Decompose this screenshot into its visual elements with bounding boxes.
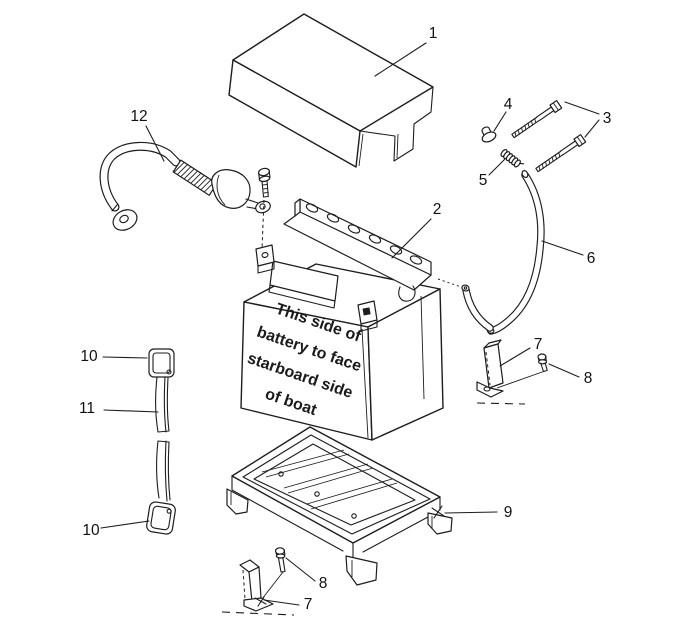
leader-10-lower	[100, 520, 150, 529]
leader-2	[391, 218, 432, 259]
leader-8-right	[548, 363, 580, 378]
callout-8-right: 8	[584, 370, 593, 387]
hold-down-bolt-2	[535, 133, 587, 173]
leader-8-lower	[285, 557, 316, 582]
battery-vent-recess	[398, 285, 416, 302]
callout-1: 1	[429, 25, 438, 42]
tray-foot-left	[226, 488, 249, 515]
strap-hook-lower	[146, 501, 176, 535]
bracket-lower	[239, 559, 274, 612]
hold-down-bolt-1	[511, 99, 563, 139]
leader-11	[103, 409, 159, 413]
callout-7-right: 7	[534, 336, 543, 353]
leader-4	[493, 111, 507, 132]
tray-foot-right	[427, 512, 453, 535]
callout-3: 3	[603, 110, 612, 127]
leader-12	[145, 125, 165, 162]
ground-dashes-right	[476, 402, 526, 405]
strap-hook-upper	[148, 348, 175, 378]
callout-11: 11	[79, 400, 95, 417]
battery-cover	[228, 13, 434, 168]
vent-tube	[486, 169, 545, 335]
leader-10-upper	[102, 356, 148, 359]
leader-7-right	[499, 347, 531, 367]
leader-1	[374, 42, 427, 77]
leader-lines	[100, 42, 600, 606]
leader-9	[444, 511, 498, 514]
battery-tray	[226, 426, 453, 586]
callout-10-upper: 10	[80, 348, 98, 365]
cable-lug	[255, 200, 271, 214]
battery-cable	[99, 141, 271, 250]
callout-2: 2	[433, 201, 442, 218]
callout-8-lower: 8	[319, 575, 328, 592]
callout-7-lower: 7	[304, 596, 313, 613]
cable-ring-terminal	[111, 204, 138, 231]
tray-foot-front	[345, 555, 378, 586]
leader-5	[488, 158, 506, 176]
battery: This side of battery to face starboard s…	[240, 198, 444, 441]
battery-terminal-right	[357, 300, 378, 332]
battery-cap-strip	[283, 198, 432, 291]
screw-upper-right	[496, 353, 548, 389]
leader-7-lower	[263, 599, 300, 606]
strap-body	[155, 376, 171, 502]
battery-terminal-left	[255, 244, 275, 274]
bracket-upper-right	[476, 339, 504, 398]
callout-12: 12	[130, 108, 147, 125]
tray-mount-cross	[431, 505, 445, 519]
cable-spring-guard	[172, 159, 218, 196]
terminal-alignment-dashes	[261, 199, 265, 250]
battery-ledge	[268, 260, 339, 309]
callout-6: 6	[587, 250, 596, 267]
cap-nut	[481, 126, 497, 143]
vent-tube-elbow	[437, 278, 494, 332]
cable-terminal-boot	[211, 169, 259, 210]
callout-9: 9	[504, 504, 513, 521]
ground-dashes-lower	[221, 611, 295, 616]
callout-labels: 1 2 3 4 5 6 7 8 9 10 11 10 12 8 7	[79, 25, 611, 613]
callout-5: 5	[479, 172, 488, 189]
leader-3a	[564, 101, 600, 115]
spring	[500, 148, 525, 168]
leader-3b	[584, 119, 600, 138]
screw-lower	[261, 547, 286, 600]
terminal-bolt	[257, 167, 271, 198]
callout-10-lower: 10	[82, 522, 100, 539]
leader-6	[541, 240, 584, 256]
callout-4: 4	[504, 96, 513, 113]
